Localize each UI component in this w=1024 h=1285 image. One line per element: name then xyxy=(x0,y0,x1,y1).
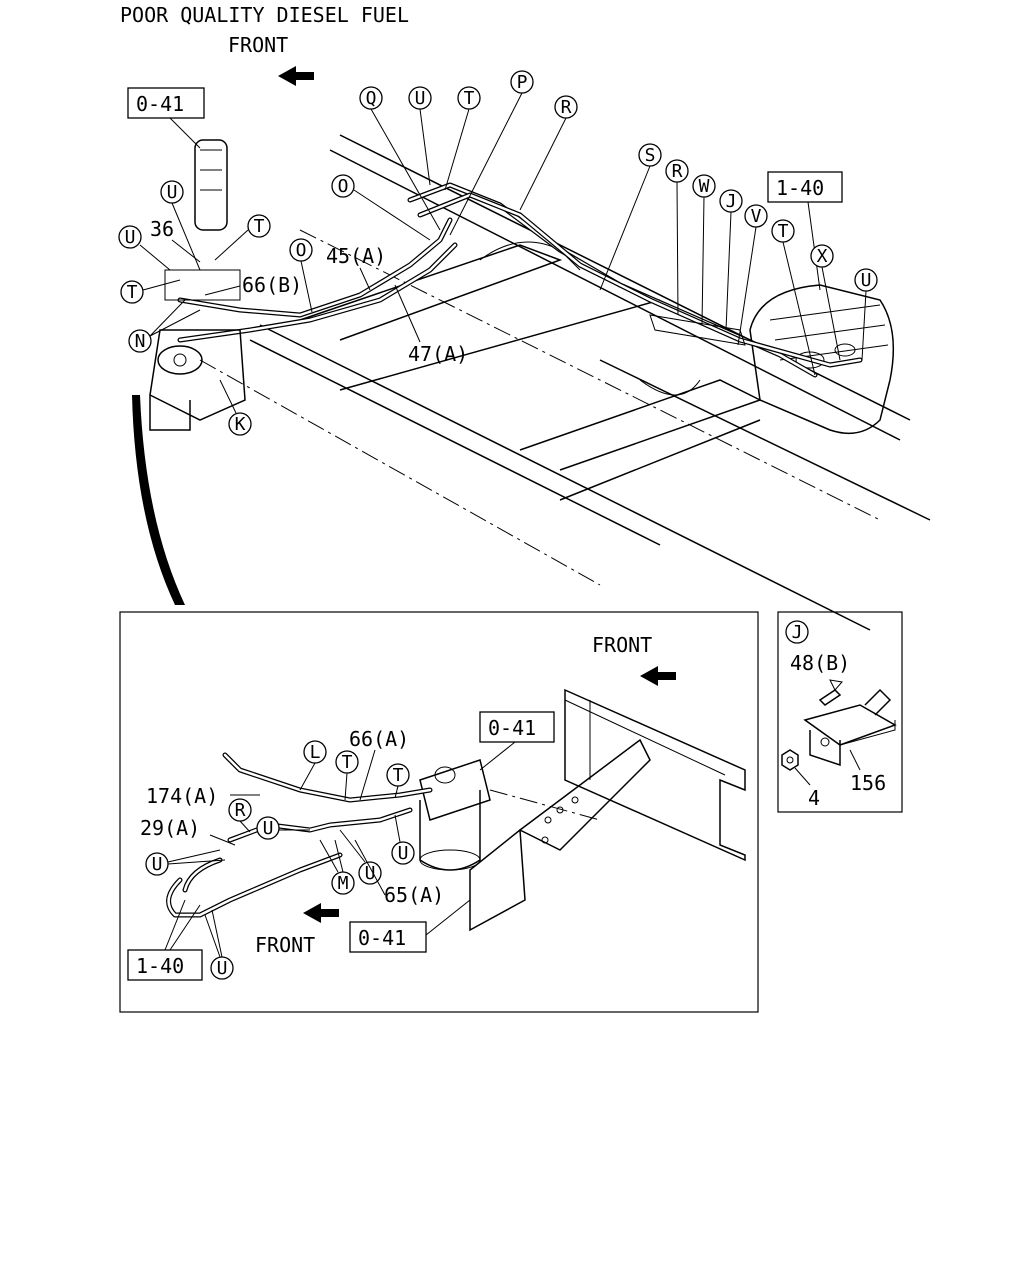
callout-q-top: Q xyxy=(359,86,441,231)
ref-box-041-detail1 xyxy=(479,711,555,743)
callout-o-top2: O xyxy=(289,238,313,313)
ref-041-top: 0-41 xyxy=(136,92,184,116)
callout-k-top: K xyxy=(219,379,252,436)
svg-text:K: K xyxy=(235,414,246,435)
svg-text:R: R xyxy=(235,800,246,821)
ref-041-detail2: 0-41 xyxy=(358,926,406,950)
callout-t-top4: T xyxy=(120,279,181,304)
detail-frame xyxy=(119,611,759,1013)
callout-u-detail1: U xyxy=(256,816,310,840)
svg-text:N: N xyxy=(135,331,146,352)
callout-p-top: P xyxy=(449,70,534,236)
ref-041-detail1: 0-41 xyxy=(488,716,536,740)
callout-u-detail2: U xyxy=(145,849,226,876)
svg-text:U: U xyxy=(152,854,163,875)
diagram-title: POOR QUALITY DIESEL FUEL xyxy=(120,3,409,27)
ref-box-041-detail2 xyxy=(349,921,427,953)
svg-text:U: U xyxy=(861,270,872,291)
callout-j-detail: J xyxy=(785,620,809,644)
svg-text:U: U xyxy=(167,182,178,203)
callout-t-top2: T xyxy=(771,219,816,376)
detail-j-view: J 48(B) 4 156 xyxy=(777,611,903,813)
callout-j-top: J xyxy=(719,189,743,331)
part-48b: 48(B) xyxy=(790,651,850,675)
svg-text:X: X xyxy=(817,246,828,267)
detail-view: FRONT FRONT 0-41 0-41 xyxy=(119,611,759,1013)
svg-text:U: U xyxy=(217,958,228,979)
svg-text:T: T xyxy=(127,282,138,303)
ref-box-041-top xyxy=(127,87,205,119)
ref-140-detail: 1-40 xyxy=(136,954,184,978)
part-66a: 66(A) xyxy=(349,727,409,751)
ref-box-140-top xyxy=(767,171,843,203)
part-65a: 65(A) xyxy=(384,883,444,907)
callout-u-top1: U xyxy=(408,86,432,186)
svg-text:P: P xyxy=(517,72,528,93)
svg-text:U: U xyxy=(125,227,136,248)
part-156: 156 xyxy=(850,771,886,795)
callout-v-top: V xyxy=(737,204,768,346)
callout-m-detail: M xyxy=(319,839,355,895)
svg-text:T: T xyxy=(342,752,353,773)
front-arrow-detail2 xyxy=(303,903,339,923)
svg-text:T: T xyxy=(254,216,265,237)
front-label-detail2: FRONT xyxy=(255,933,315,957)
callout-u-detail5: U xyxy=(204,909,234,980)
top-view: FRONT xyxy=(118,33,931,631)
svg-text:M: M xyxy=(338,873,349,894)
callout-s-top: S xyxy=(599,143,662,291)
callout-r-top2: R xyxy=(665,159,689,316)
part-36: 36 xyxy=(150,217,174,241)
svg-text:U: U xyxy=(263,818,274,839)
svg-text:Q: Q xyxy=(366,88,377,109)
svg-text:S: S xyxy=(645,145,656,166)
ref-box-140-detail xyxy=(127,949,203,981)
callout-l-detail: L xyxy=(299,740,327,791)
front-arrow-detail1 xyxy=(640,666,676,686)
callout-t-detail1: T xyxy=(335,750,359,801)
svg-text:L: L xyxy=(310,742,321,763)
front-label-detail1: FRONT xyxy=(592,633,652,657)
part-66b: 66(B) xyxy=(242,273,302,297)
detail-j-frame xyxy=(777,611,903,813)
callout-u-top4: U xyxy=(118,225,171,271)
callout-w-top: W xyxy=(692,174,716,326)
svg-text:J: J xyxy=(792,622,803,643)
front-arrow-top xyxy=(278,66,314,86)
callout-n-top: N xyxy=(128,299,201,353)
part-4: 4 xyxy=(808,786,820,810)
svg-text:R: R xyxy=(672,161,683,182)
svg-text:V: V xyxy=(751,206,762,227)
svg-text:O: O xyxy=(296,240,307,261)
svg-text:U: U xyxy=(365,863,376,884)
part-174a: 174(A) xyxy=(146,784,218,808)
svg-text:U: U xyxy=(415,88,426,109)
svg-text:T: T xyxy=(393,765,404,786)
part-29a: 29(A) xyxy=(140,816,200,840)
callout-t-top1: T xyxy=(444,86,481,191)
svg-text:U: U xyxy=(398,843,409,864)
ref-140-top: 1-40 xyxy=(776,176,824,200)
callout-t-detail2: T xyxy=(386,763,410,799)
callout-x-top: X xyxy=(810,244,841,361)
part-47a: 47(A) xyxy=(408,342,468,366)
svg-text:W: W xyxy=(699,176,710,197)
callout-t-top3: T xyxy=(214,214,271,261)
front-label-top: FRONT xyxy=(228,33,288,57)
callout-r-detail: R xyxy=(228,798,252,833)
svg-text:J: J xyxy=(726,191,737,212)
detail-leader xyxy=(132,395,185,605)
callout-u-top2: U xyxy=(854,268,878,361)
callout-u-top3: U xyxy=(160,180,201,271)
callout-r-top1: R xyxy=(519,95,578,211)
svg-text:R: R xyxy=(561,97,572,118)
callout-u-detail3: U xyxy=(391,814,415,865)
svg-text:O: O xyxy=(338,176,349,197)
svg-text:T: T xyxy=(464,88,475,109)
part-45a: 45(A) xyxy=(326,244,386,268)
svg-text:T: T xyxy=(778,221,789,242)
callout-o-top1: O xyxy=(331,174,431,241)
